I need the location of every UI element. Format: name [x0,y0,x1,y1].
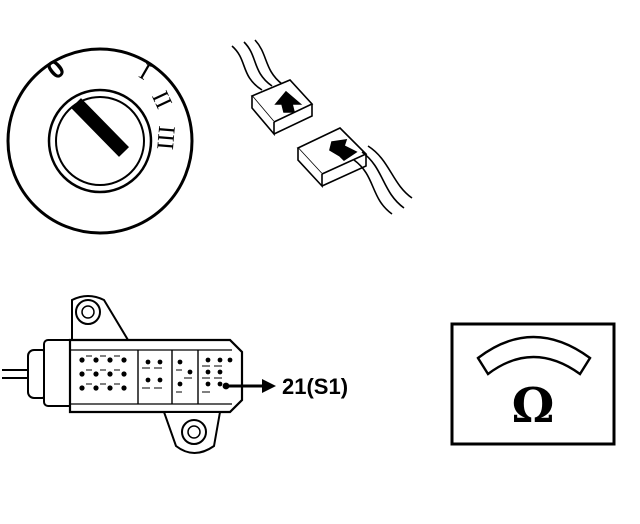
upper-wire-a [231,45,263,91]
lower-arrow-icon [329,139,358,162]
position-iii-label: III [151,125,179,151]
lower-wire-c [367,145,413,199]
switch-lock-cylinder [55,96,145,186]
lower-wire-a [353,159,393,215]
cable [2,369,30,379]
terminal-block-assembly [2,295,244,454]
upper-wire-b [243,41,273,87]
terminal-21-pin [222,382,230,390]
terminal-pins [79,357,233,391]
ohm-symbol-label: Ω [512,378,555,434]
terminal-callout: 21(S1) [228,374,348,399]
connector-pair [231,39,413,215]
ignition-switch: 0 I II III [6,47,194,235]
key-slot [70,98,130,157]
callout-arrow-icon [262,379,276,393]
ohmmeter-scale-arc [476,335,592,376]
upper-connector [250,79,314,137]
terminal-markings [86,355,222,393]
upper-wire-c [254,39,283,85]
ohmmeter: Ω [450,322,616,446]
lower-connector [296,127,368,189]
lower-wire-b [361,151,405,209]
terminal-callout-label: 21(S1) [282,374,348,399]
terminal-block-body [68,338,244,414]
upper-arrow-icon [274,90,303,113]
